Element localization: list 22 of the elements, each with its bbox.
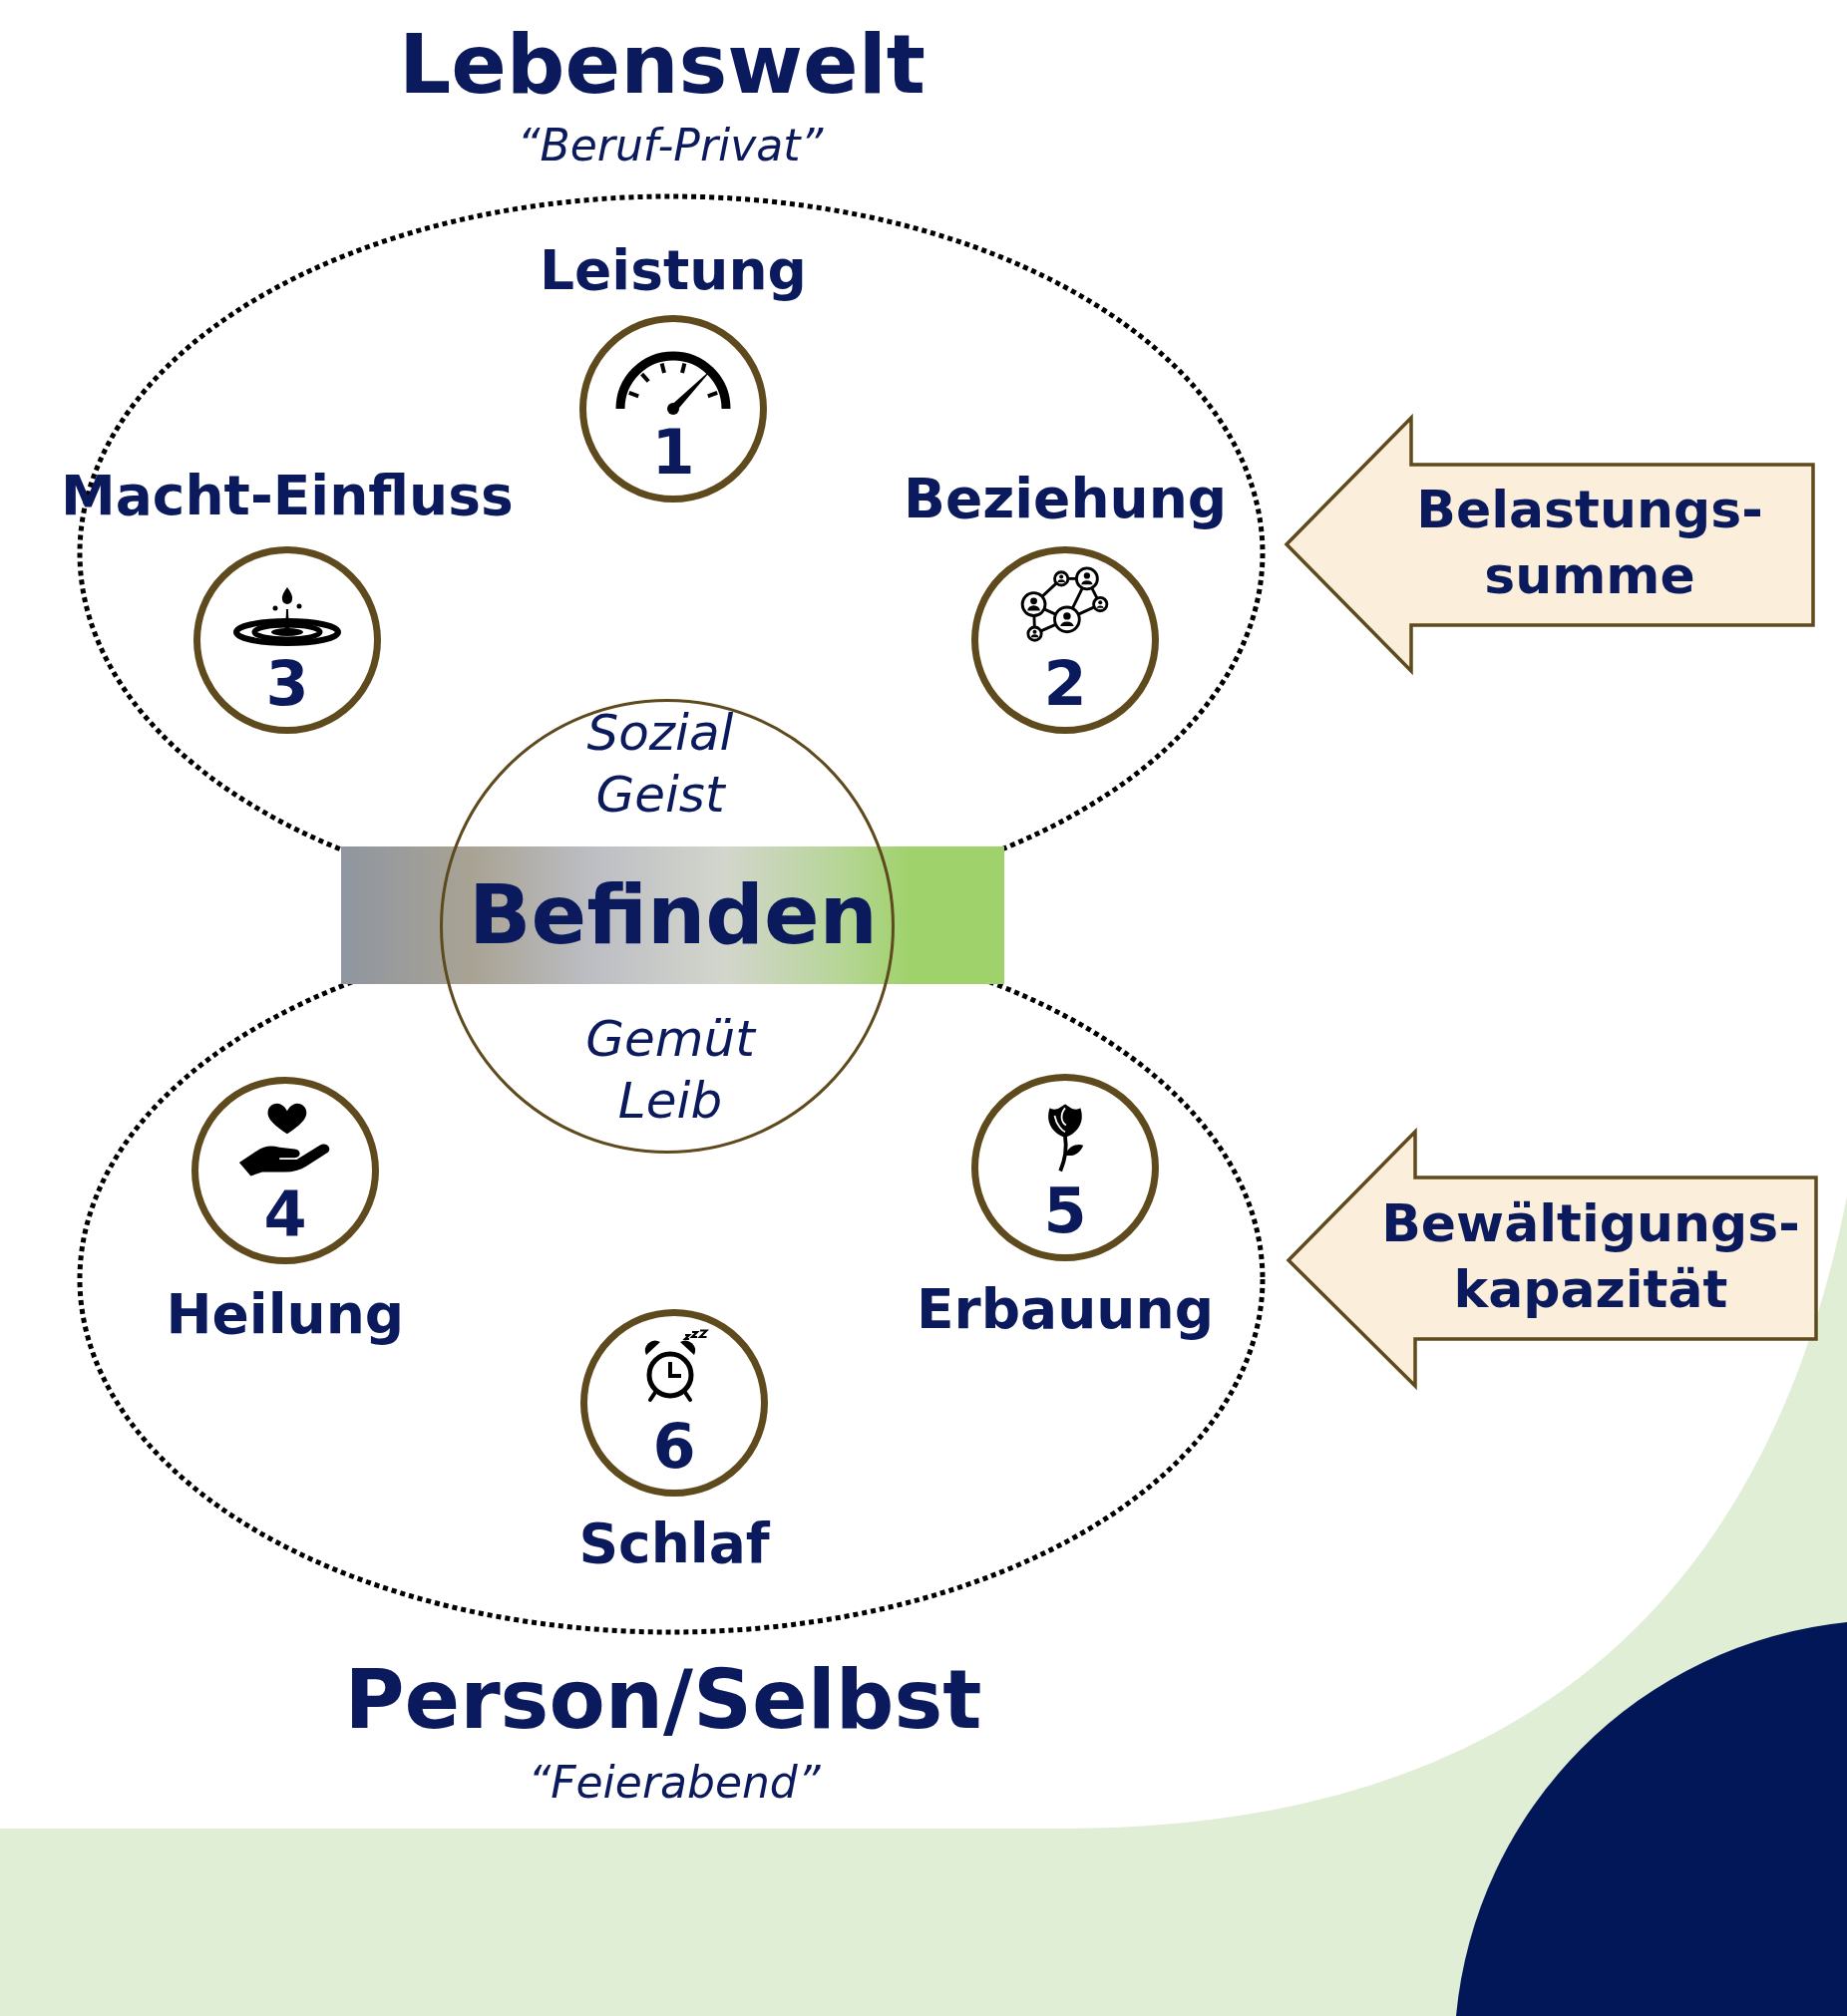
gradient-band — [341, 846, 1004, 984]
section-subtitle: “Beruf-Privat” — [517, 119, 824, 172]
category-label: Schlaf — [578, 1511, 770, 1576]
number-label: 5 — [1043, 1180, 1087, 1242]
arrow-label: Bewältigungs- kapazität — [1381, 1192, 1800, 1321]
category-label: Macht-Einfluss — [61, 463, 514, 528]
section-subtitle: “Feierabend” — [528, 1756, 821, 1810]
category-label: Heilung — [166, 1281, 405, 1347]
section-title: Lebenswelt — [399, 15, 925, 114]
category-label: Beziehung — [904, 466, 1228, 531]
section-title: Person/Selbst — [344, 1650, 982, 1749]
number-label: 3 — [265, 653, 309, 715]
circle-text: Sozial Geist — [586, 703, 734, 826]
number-label: 4 — [263, 1183, 307, 1245]
circle-text: Gemüt Leib — [585, 1009, 755, 1132]
number-label: 2 — [1043, 653, 1087, 715]
category-label: Erbauung — [917, 1276, 1214, 1342]
number-label: 6 — [652, 1416, 696, 1478]
arrow-label: Belastungs- summe — [1416, 479, 1763, 607]
category-label: Leistung — [540, 237, 807, 303]
center-title: Befinden — [469, 865, 878, 964]
number-label: 1 — [651, 422, 695, 484]
